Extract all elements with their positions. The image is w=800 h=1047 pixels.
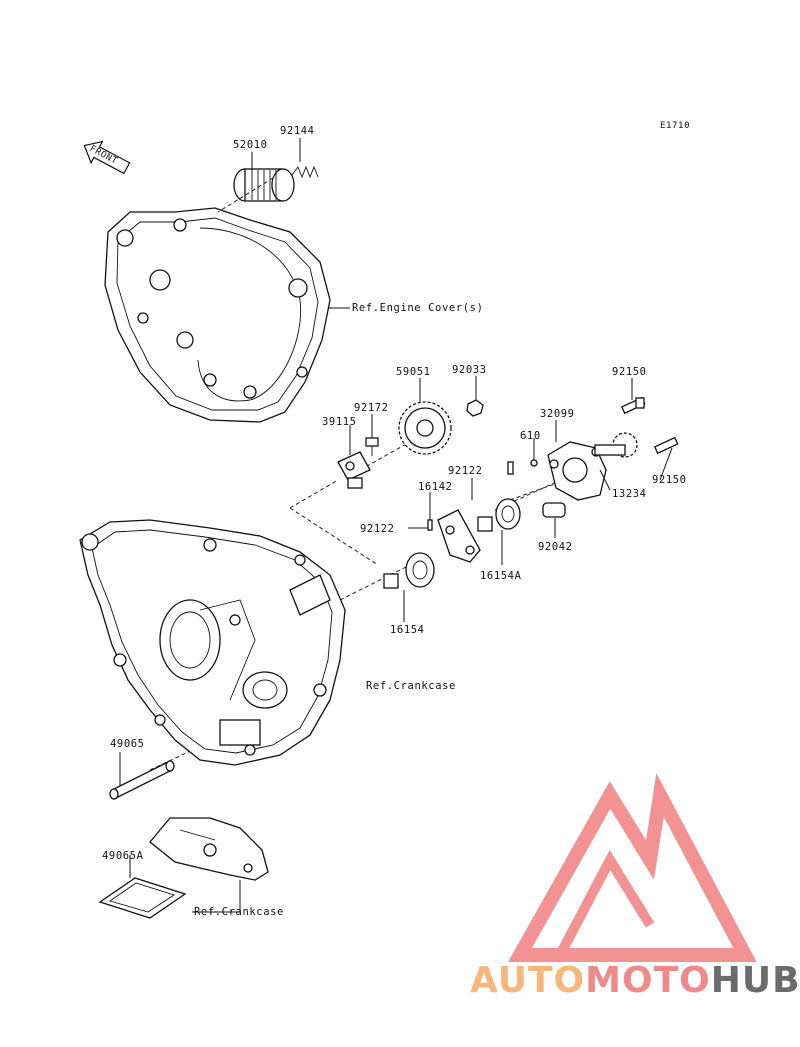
watermark-part1: AUTO: [470, 960, 586, 1001]
rotor-16154: [383, 552, 435, 589]
bolt-92150-right: [653, 436, 679, 455]
part-label-92150-right: 92150: [652, 474, 687, 486]
ref-crankcase-lower: Ref.Crankcase: [194, 906, 284, 918]
pin-92122-a: [427, 519, 433, 531]
watermark-part2: MOTO: [585, 960, 711, 1001]
part-label-92144: 92144: [280, 125, 315, 137]
part-label-92122-a: 92122: [448, 465, 483, 477]
part-label-16142: 16142: [418, 481, 453, 493]
watermark-text: AUTOMOTOHUB: [470, 960, 800, 1001]
part-label-92033: 92033: [452, 364, 487, 376]
watermark-part3: HUB: [710, 960, 800, 1001]
part-label-16154: 16154: [390, 624, 425, 636]
guide-39115: [337, 451, 371, 489]
pipe-49065: [109, 760, 175, 800]
part-label-32099: 32099: [540, 408, 575, 420]
sprocket-59051: [398, 401, 452, 455]
front-arrow-icon: [83, 140, 131, 175]
leader-lines: [119, 138, 673, 913]
part-label-610: 610: [520, 430, 541, 442]
rotor-16154A: [477, 498, 521, 532]
crankcase: [79, 519, 346, 766]
part-label-49065: 49065: [110, 738, 145, 750]
part-label-16154A: 16154A: [480, 570, 522, 582]
oil-pump-32099: [547, 441, 607, 501]
part-label-92150-top: 92150: [612, 366, 647, 378]
collar-92042: [542, 502, 566, 518]
pin-610: [507, 459, 538, 475]
gasket-49065A: [98, 877, 187, 919]
bolt-92150-top: [620, 396, 646, 415]
spring-92144: [291, 165, 319, 179]
oil-filter-52010: [233, 168, 295, 202]
bolt-92172: [365, 437, 379, 456]
part-label-92042: 92042: [538, 541, 573, 553]
watermark-logo-icon: [508, 773, 757, 962]
part-label-52010: 52010: [233, 139, 268, 151]
ref-engine-cover: Ref.Engine Cover(s): [352, 302, 484, 314]
part-label-13234: 13234: [612, 488, 647, 500]
nut-92033: [466, 399, 484, 417]
engine-cover: [104, 207, 331, 423]
part-label-92122-b: 92122: [360, 523, 395, 535]
ref-crankcase-main: Ref.Crankcase: [366, 680, 456, 692]
plate-16142: [437, 509, 481, 563]
diagram-code: E1710: [660, 121, 691, 131]
part-label-49065A: 49065A: [102, 850, 144, 862]
part-label-92172: 92172: [354, 402, 389, 414]
crankcase-lower-detail: [149, 817, 269, 881]
pump-gear-13234: [594, 432, 638, 458]
part-label-39115: 39115: [322, 416, 357, 428]
part-label-59051: 59051: [396, 366, 431, 378]
